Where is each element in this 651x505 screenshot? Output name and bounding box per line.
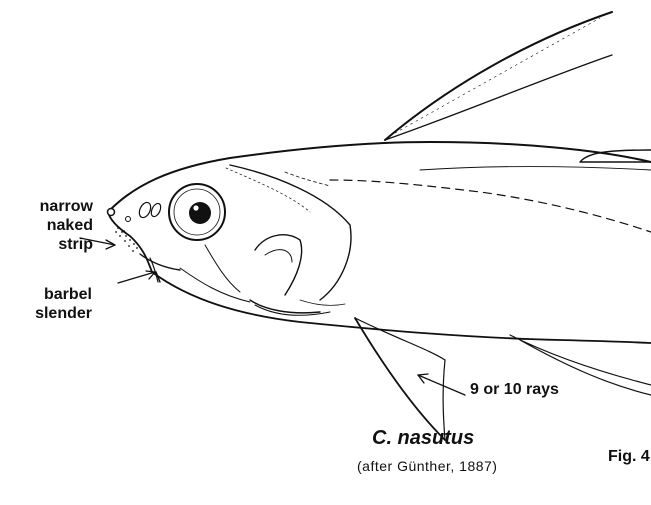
label-naked-strip-line-3: strip [0, 235, 93, 254]
nostrils [126, 201, 163, 222]
snout-tip [108, 209, 115, 216]
label-naked-strip-line-1: narrow [0, 197, 93, 216]
label-naked-strip-line-2: naked [0, 216, 93, 235]
label-arrows [80, 238, 465, 395]
citation: (after Günther, 1887) [357, 458, 497, 474]
pectoral-fin [355, 318, 445, 440]
label-fin-rays: 9 or 10 rays [470, 380, 559, 399]
eye [169, 184, 225, 240]
species-name: C. nasutus [372, 427, 474, 450]
label-barbel-line-2: slender [0, 304, 92, 323]
label-naked-strip: narrow naked strip [0, 197, 93, 254]
body-ventral-outline [152, 272, 651, 343]
label-barbel: barbel slender [0, 285, 92, 323]
label-barbel-line-1: barbel [0, 285, 92, 304]
figure-label: Fig. 4 [608, 448, 650, 466]
dorsal-fin [385, 12, 612, 140]
lateral-line [330, 180, 651, 232]
